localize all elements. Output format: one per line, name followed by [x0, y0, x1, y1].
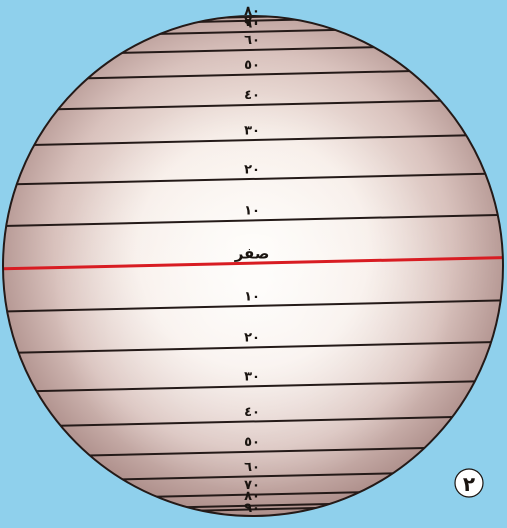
- latitude-label: ٧٠: [244, 15, 260, 30]
- latitude-label: ١٠: [244, 204, 260, 219]
- latitude-label: ٤٠: [244, 88, 260, 103]
- latitude-label: ٩٠: [244, 501, 260, 516]
- figure-number-badge: ٢: [455, 469, 483, 497]
- latitude-label: ٣٠: [244, 370, 260, 385]
- latitude-label: ٦٠: [244, 33, 260, 48]
- latitude-label: ٦٠: [244, 460, 260, 475]
- latitude-label: ٣٠: [244, 123, 260, 138]
- latitude-label: ١٠: [244, 289, 260, 304]
- latitude-label: ٢٠: [244, 162, 260, 177]
- latitude-label: ٥٠: [244, 435, 260, 450]
- latitude-label-equator: صفر: [234, 245, 270, 263]
- latitude-label: ٤٠: [244, 405, 260, 420]
- latitude-label: ٢٠: [244, 331, 260, 346]
- figure-number-text: ٢: [463, 472, 475, 496]
- latitude-label: ٥٠: [244, 58, 260, 73]
